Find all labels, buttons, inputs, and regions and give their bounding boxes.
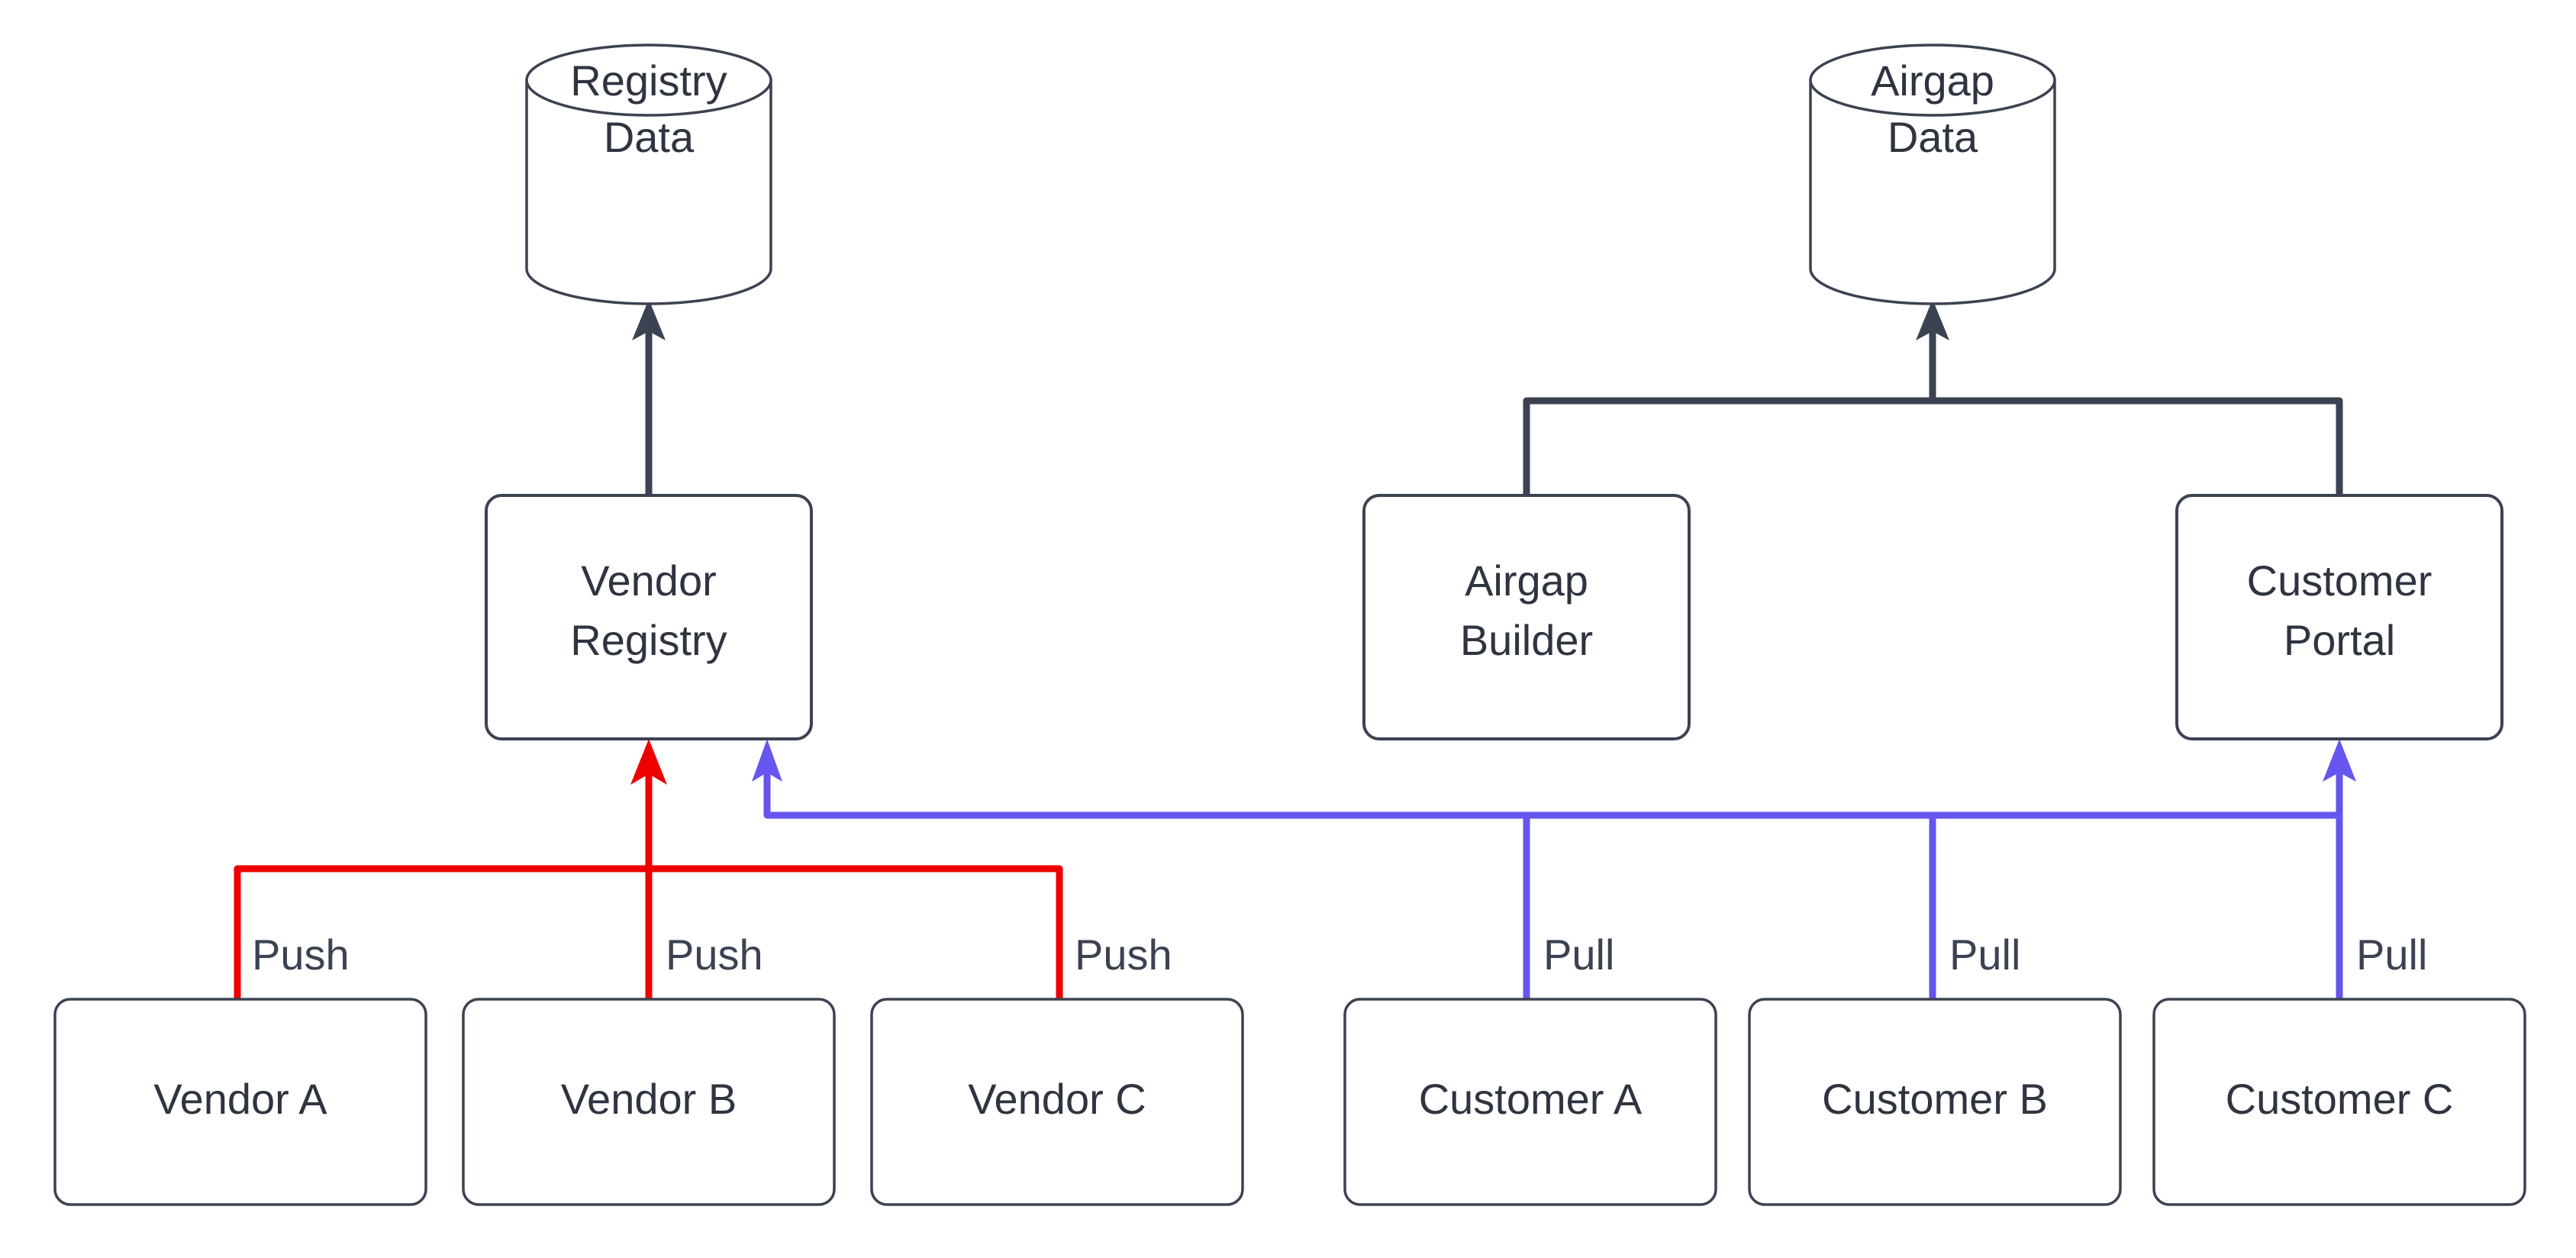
actor-label: Vendor A <box>153 1075 327 1123</box>
actor-label: Customer A <box>1419 1075 1643 1123</box>
edge-push-trunk-to-vendor-registry <box>630 739 667 869</box>
edge-label-push-2: Push <box>666 931 763 979</box>
edge-vendor-c-push <box>649 865 1063 999</box>
node-box <box>1748 998 2122 1206</box>
datastore-label-line2: Data <box>604 113 695 161</box>
cylinder-body <box>525 79 772 305</box>
cylinder-top-ellipse <box>525 44 772 117</box>
edge-label-pull-3: Pull <box>2356 931 2427 979</box>
edge-line <box>1523 397 1927 495</box>
edge-customer-portal-to-airgap-data <box>1927 397 2343 495</box>
arrowhead-up-icon <box>752 739 782 782</box>
actor-customer-b[interactable]: Customer B <box>1748 998 2122 1206</box>
cylinder-top-ellipse <box>1809 44 2056 117</box>
actor-label: Customer B <box>1822 1075 2048 1123</box>
edge-airgap-builder-to-airgap-data <box>1523 397 1927 495</box>
edge-line <box>234 865 649 999</box>
edge-line <box>649 865 1063 999</box>
service-label-line1: Airgap <box>1465 556 1588 605</box>
node-box <box>870 998 1244 1206</box>
datastore-label-line1: Registry <box>570 56 727 105</box>
service-vendor-registry[interactable]: Vendor Registry <box>485 494 813 740</box>
cylinder-body <box>1809 79 2056 305</box>
actor-vendor-a[interactable]: Vendor A <box>53 998 427 1206</box>
edge-line <box>763 763 2339 819</box>
edge-vendor-registry-to-registry-data <box>632 299 666 495</box>
node-box <box>2175 494 2503 740</box>
service-customer-portal[interactable]: Customer Portal <box>2175 494 2503 740</box>
actor-customer-a[interactable]: Customer A <box>1343 998 1717 1206</box>
service-label-line2: Registry <box>570 616 727 664</box>
datastore-airgap-data[interactable]: Airgap Data <box>1809 44 2056 305</box>
node-box <box>53 998 427 1206</box>
service-label-line1: Vendor <box>581 556 717 605</box>
actor-label: Vendor C <box>968 1075 1146 1123</box>
service-label-line1: Customer <box>2247 556 2433 605</box>
arrowhead-up-icon <box>2323 739 2356 782</box>
service-label-line2: Builder <box>1460 616 1593 664</box>
edge-vendor-a-push <box>234 865 649 999</box>
arrowhead-up-icon <box>630 739 667 785</box>
edge-line <box>1927 397 2343 495</box>
edge-label-push-3: Push <box>1075 931 1172 979</box>
actor-vendor-b[interactable]: Vendor B <box>462 998 836 1206</box>
edge-pull-trunk-to-vendor-registry <box>752 739 2339 819</box>
edge-label-push-1: Push <box>252 931 350 979</box>
node-box <box>1343 998 1717 1206</box>
actor-customer-c[interactable]: Customer C <box>2152 998 2526 1206</box>
datastore-registry-data[interactable]: Registry Data <box>525 44 772 305</box>
node-box <box>2152 998 2526 1206</box>
datastore-label-line1: Airgap <box>1871 56 1994 105</box>
edge-label-pull-1: Pull <box>1543 931 1614 979</box>
datastore-label-line2: Data <box>1888 113 1978 161</box>
actor-label: Vendor B <box>561 1075 737 1123</box>
node-box <box>485 494 813 740</box>
arrowhead-up-icon <box>1916 299 1949 340</box>
edge-label-pull-2: Pull <box>1949 931 2020 979</box>
edge-airgap-trunk-to-airgap-data <box>1916 299 1949 401</box>
arrowhead-up-icon <box>632 299 666 340</box>
service-airgap-builder[interactable]: Airgap Builder <box>1362 494 1691 740</box>
service-label-line2: Portal <box>2284 616 2395 664</box>
node-box <box>462 998 836 1206</box>
actor-label: Customer C <box>2226 1075 2454 1123</box>
node-box <box>1362 494 1691 740</box>
edge-pull-trunk-to-customer-portal <box>2323 739 2356 815</box>
actor-vendor-c[interactable]: Vendor C <box>870 998 1244 1206</box>
